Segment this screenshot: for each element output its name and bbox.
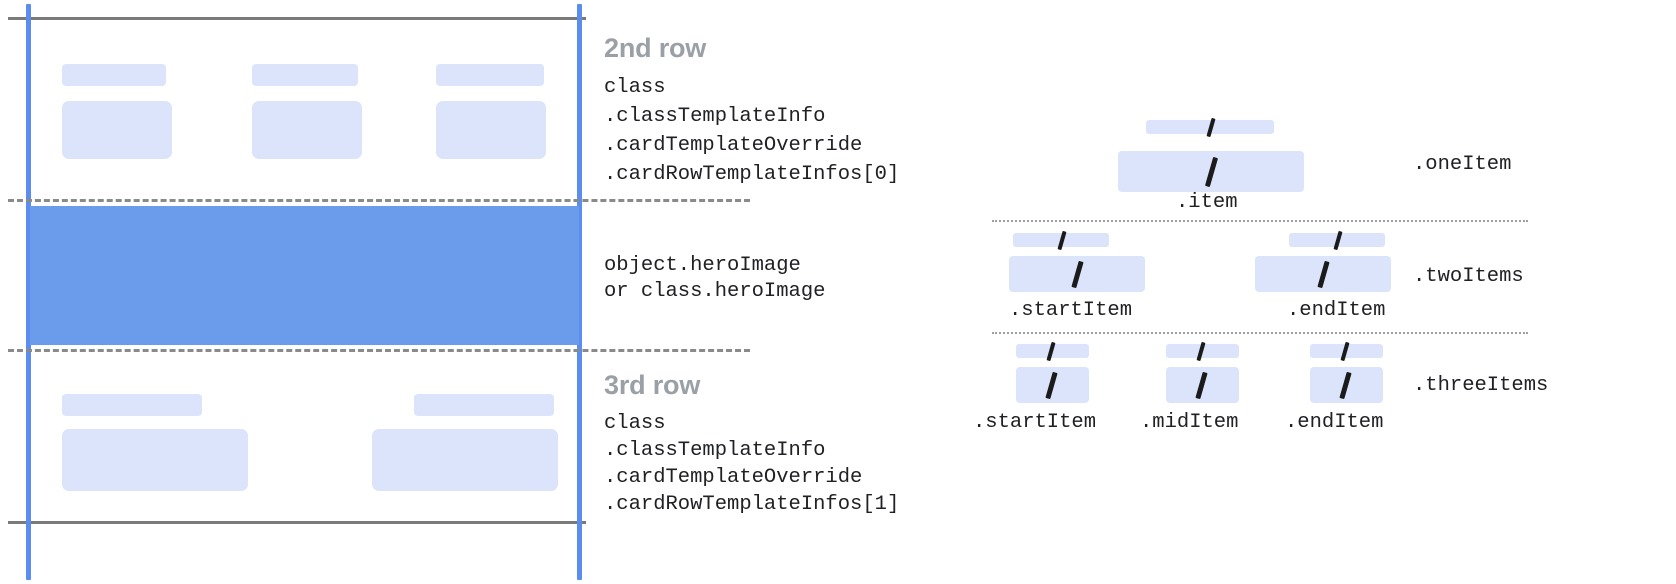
group-divider-2: [992, 332, 1528, 334]
hero-image-band: [30, 206, 579, 345]
card-top-rule: [8, 17, 586, 20]
row3-col1-value-placeholder: [62, 429, 248, 491]
row2-col3-value-placeholder: [436, 101, 546, 159]
row2-col1-label-placeholder: [62, 64, 166, 86]
row3-col2-value-placeholder: [372, 429, 558, 491]
card-bottom-rule: [8, 521, 586, 524]
hero-code-line-0: object.heroImage: [604, 254, 801, 277]
two-items-end-caption: .endItem: [1287, 299, 1386, 322]
row2-col1-value-placeholder: [62, 101, 172, 159]
one-item-group-label: .oneItem: [1413, 153, 1512, 176]
third-row-code-line-2: .cardTemplateOverride: [604, 466, 863, 489]
two-items-start-caption: .startItem: [1009, 299, 1133, 322]
three-items-end-caption: .endItem: [1285, 411, 1384, 434]
card-divider-bottom: [8, 349, 750, 352]
group-divider-1: [992, 220, 1528, 222]
row2-col2-label-placeholder: [252, 64, 358, 86]
row2-col3-label-placeholder: [436, 64, 544, 86]
hero-code-line-1: or class.heroImage: [604, 280, 826, 303]
three-items-start-caption: .startItem: [973, 411, 1097, 434]
second-row-code-line-1: .classTemplateInfo: [604, 105, 826, 128]
card-divider-top: [8, 199, 750, 202]
three-items-group-label: .threeItems: [1413, 374, 1549, 397]
card-left-guide: [26, 4, 31, 580]
row3-col2-label-placeholder: [414, 394, 554, 416]
card-right-guide: [577, 4, 582, 580]
one-item-caption: .item: [1176, 191, 1238, 214]
row2-col2-value-placeholder: [252, 101, 362, 159]
second-row-code-line-0: class: [604, 76, 666, 99]
second-row-title: 2nd row: [604, 33, 707, 63]
third-row-code-line-3: .cardRowTemplateInfos[1]: [604, 493, 900, 516]
row3-col1-label-placeholder: [62, 394, 202, 416]
third-row-code-line-1: .classTemplateInfo: [604, 439, 826, 462]
third-row-code-line-0: class: [604, 412, 666, 435]
second-row-code-line-2: .cardTemplateOverride: [604, 134, 863, 157]
second-row-code-line-3: .cardRowTemplateInfos[0]: [604, 163, 900, 186]
three-items-mid-caption: .midItem: [1140, 411, 1239, 434]
two-items-group-label: .twoItems: [1413, 265, 1524, 288]
third-row-title: 3rd row: [604, 370, 701, 400]
